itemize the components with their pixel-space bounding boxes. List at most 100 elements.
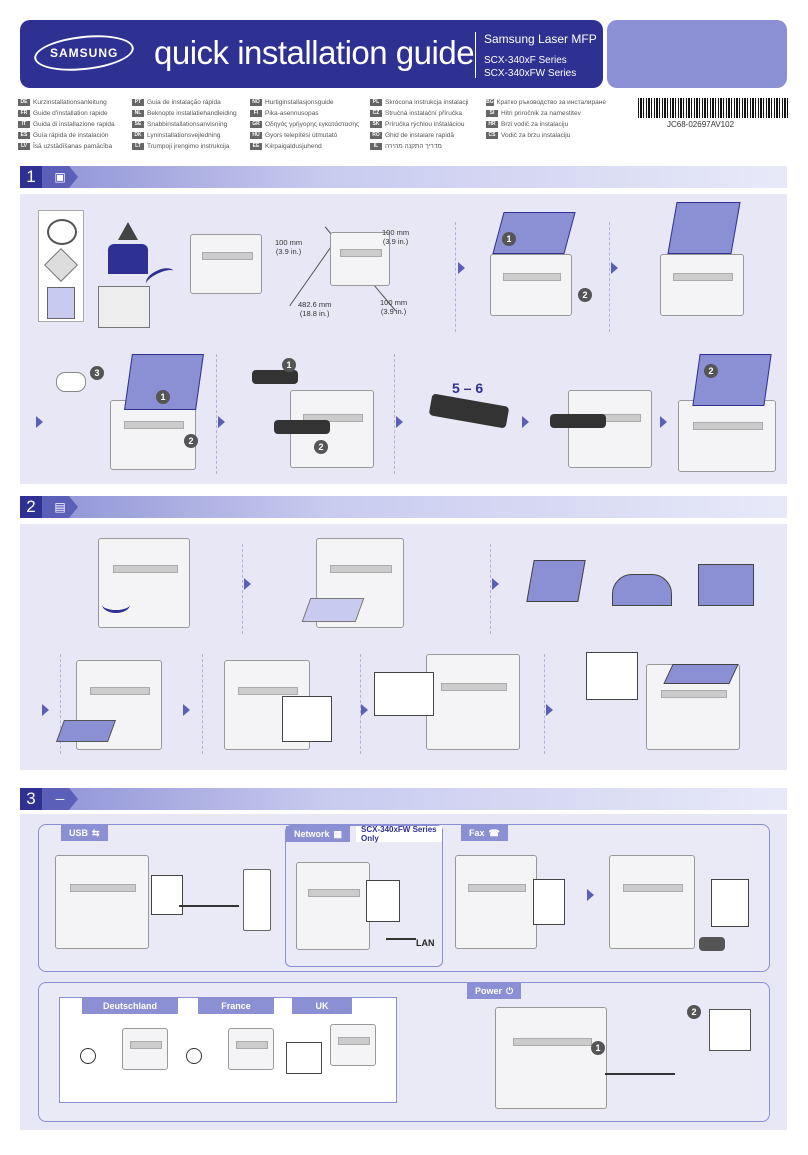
straighten-paper <box>698 564 754 606</box>
power-box: Deutschland France UK Power⏻ 2 1 <box>38 982 770 1122</box>
callout-1: 1 <box>282 358 296 372</box>
step-separator <box>544 654 545 754</box>
section-1-band <box>20 166 787 188</box>
section-2-band <box>20 496 787 518</box>
open-box <box>98 286 150 328</box>
cd-icon <box>44 248 78 282</box>
step-arrow-icon <box>218 416 225 428</box>
guide-detail-inset <box>282 696 332 742</box>
fax-label: Fax <box>469 828 485 838</box>
power-label: Power <box>475 986 503 996</box>
connection-box: USB⇆ Network▦ SCX-340xFW Series Only LAN… <box>38 824 770 972</box>
fan-paper <box>526 560 586 602</box>
step-separator <box>60 654 61 754</box>
step-separator <box>360 654 361 754</box>
network-tab: Network▦ <box>286 826 351 842</box>
output-support <box>663 664 739 684</box>
section-2-panel <box>20 524 787 770</box>
printer-small <box>122 1028 168 1070</box>
lan-cable <box>386 936 416 940</box>
hand-icon <box>56 372 86 392</box>
section-3-panel: USB⇆ Network▦ SCX-340xFW Series Only LAN… <box>20 814 787 1130</box>
printer-small <box>330 1024 376 1066</box>
usb-tab: USB⇆ <box>61 825 108 841</box>
tray-detail-inset <box>374 672 434 716</box>
power-icon: ⏻ <box>506 985 514 996</box>
series-1: SCX-340xF Series <box>484 55 567 66</box>
computer-tower <box>243 869 271 931</box>
printer-usb <box>55 855 149 949</box>
page-title: quick installation guide <box>154 34 475 71</box>
callout-2: 2 <box>687 1005 701 1019</box>
callout-1: 1 <box>502 232 516 246</box>
printer-small <box>228 1028 274 1070</box>
step-separator <box>216 354 217 474</box>
section-3-band <box>20 788 787 810</box>
unpack-box-icon: ▣ <box>42 166 78 188</box>
ext-port-inset <box>711 879 749 927</box>
printer-load-paper <box>76 660 162 750</box>
step-arrow-icon <box>522 416 529 428</box>
network-label: Network <box>294 829 330 839</box>
pull-arrow-icon <box>102 596 130 613</box>
printer-open-scanner <box>490 254 572 316</box>
cable-plug-icon: ─ <box>42 788 78 810</box>
lift-arrow-icon <box>143 264 177 291</box>
support-detail-inset <box>586 652 638 700</box>
step-separator <box>490 544 491 634</box>
printer-close-cover <box>678 400 776 472</box>
callout-2: 2 <box>314 440 328 454</box>
usb-icon: ⇆ <box>92 827 100 838</box>
model-info: Samsung Laser MFP SCX-340xF Series SCX-3… <box>484 32 597 80</box>
printer-tray-open <box>98 538 190 628</box>
box-contents <box>38 210 84 322</box>
callout-1: 1 <box>591 1041 605 1055</box>
wall-outlet <box>709 1009 751 1051</box>
step-separator <box>609 222 610 332</box>
plug-socket-deutschland <box>80 1048 96 1064</box>
two-person-lift-icon <box>108 244 148 274</box>
paper-icon: ▤ <box>42 496 78 518</box>
dim-right: 100 mm (3.9 in.) <box>382 228 410 246</box>
step-separator <box>242 544 243 634</box>
usb-label: USB <box>69 828 89 838</box>
printer-fax <box>455 855 537 949</box>
plug-tab-france: France <box>198 998 274 1014</box>
brand-text: SAMSUNG <box>49 46 119 60</box>
paper-stack <box>55 720 117 742</box>
fax-port-inset <box>533 879 565 925</box>
lan-label: LAN <box>416 938 435 948</box>
printer-illustration <box>190 234 262 294</box>
step-arrow-icon <box>396 416 403 428</box>
printer-network <box>296 862 370 950</box>
step-arrow-icon <box>458 262 465 274</box>
step-arrow-icon <box>546 704 553 716</box>
step-separator <box>202 654 203 754</box>
toner-cartridge <box>252 370 298 384</box>
printer-tray-extend <box>316 538 404 628</box>
shake-count: 5 – 6 <box>452 380 484 396</box>
step-arrow-icon <box>492 578 499 590</box>
toner-cartridge <box>550 414 606 428</box>
printer-fax-extension <box>609 855 695 949</box>
step-arrow-icon <box>42 704 49 716</box>
